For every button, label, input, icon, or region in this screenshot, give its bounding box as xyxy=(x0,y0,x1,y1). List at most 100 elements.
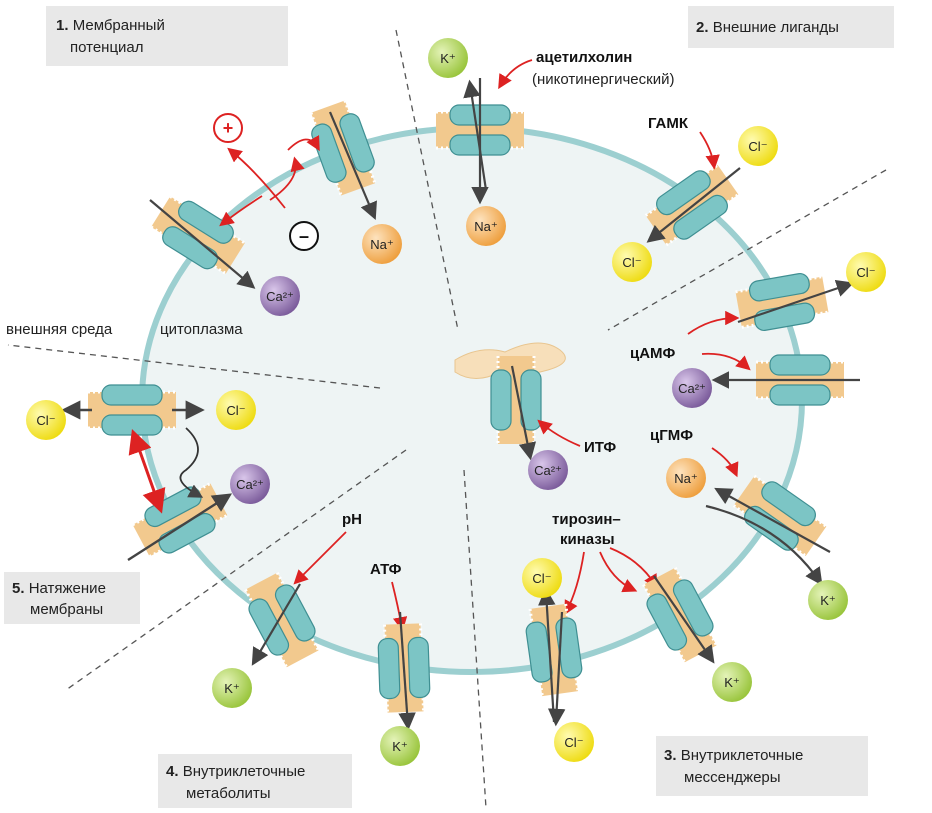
svg-text:Ca²⁺: Ca²⁺ xyxy=(678,381,706,396)
svg-text:Na⁺: Na⁺ xyxy=(474,219,497,234)
ion-ca-s3: Ca²⁺ xyxy=(672,368,712,408)
section-2-title: Внешние лиганды xyxy=(713,19,839,36)
ph-label: pH xyxy=(342,511,362,528)
section-1-title-line2: потенциал xyxy=(70,39,144,56)
svg-text:Na⁺: Na⁺ xyxy=(370,237,393,252)
flux-arrow-k-cgmp xyxy=(705,504,823,586)
svg-text:Na⁺: Na⁺ xyxy=(674,471,697,486)
section-4-number: 4. xyxy=(166,763,179,780)
flux-arrow-k-atp xyxy=(398,611,416,731)
svg-text:4. Внутриклеточные: 4. Внутриклеточные xyxy=(166,763,305,780)
ion-cl-s5-left: Cl⁻ xyxy=(26,400,66,440)
plus-sign: + xyxy=(213,113,243,143)
svg-text:K⁺: K⁺ xyxy=(224,681,240,696)
ion-k-s3-bottom: K⁺ xyxy=(712,662,752,702)
ion-na-s3: Na⁺ xyxy=(666,458,706,498)
section-5-label: 5. Натяжение мембраны xyxy=(4,572,140,624)
section-3-title: Внутриклеточные xyxy=(681,747,804,764)
ion-cl-s3-bottom: Cl⁻ xyxy=(554,722,594,762)
sector-dividers xyxy=(7,29,887,809)
ion-cl-s2-in: Cl⁻ xyxy=(612,242,652,282)
section-1-number: 1. xyxy=(56,17,69,34)
flux-arrow-k-tyr xyxy=(653,575,715,664)
ion-k-s4-right: K⁺ xyxy=(380,726,420,766)
section-5-title: Натяжение xyxy=(29,580,106,597)
svg-text:Ca²⁺: Ca²⁺ xyxy=(534,463,562,478)
svg-text:K⁺: K⁺ xyxy=(820,593,836,608)
section-2-label: 2. Внешние лиганды xyxy=(688,6,894,48)
svg-text:K⁺: K⁺ xyxy=(440,51,456,66)
svg-text:Cl⁻: Cl⁻ xyxy=(36,413,55,428)
itp-arrow xyxy=(537,419,581,447)
section-3-number: 3. xyxy=(664,747,677,764)
minus-sign: – xyxy=(289,221,319,251)
flux-arrow-s1-ca xyxy=(149,199,256,289)
section-3-label: 3. Внутриклеточные мессенджеры xyxy=(656,736,868,796)
flux-arrow-cl-tyr-out xyxy=(538,587,556,723)
section-5-title-line2: мембраны xyxy=(30,601,103,618)
svg-text:+: + xyxy=(223,118,234,138)
svg-text:K⁺: K⁺ xyxy=(724,675,740,690)
flux-arrow-cl-tyr-in xyxy=(547,611,566,727)
section-4-title-line2: метаболиты xyxy=(186,785,271,802)
ion-k-s3-right: K⁺ xyxy=(808,580,848,620)
svg-text:Cl⁻: Cl⁻ xyxy=(532,571,551,586)
tyrosine-arrow-1 xyxy=(564,551,585,616)
ion-ca-s5: Ca²⁺ xyxy=(230,464,270,504)
channel-stretch-cl xyxy=(86,383,178,437)
cytoplasm-label: цитоплазма xyxy=(160,321,243,338)
section-1-label: 1. Мембранный потенциал xyxy=(46,6,288,66)
camp-arrow-1 xyxy=(687,310,740,335)
svg-text:Cl⁻: Cl⁻ xyxy=(856,265,875,280)
voltage-sense-arrows xyxy=(219,135,320,227)
ph-arrow xyxy=(293,531,347,585)
flux-arrow-cl-gaba xyxy=(646,167,741,243)
svg-text:3. Внутриклеточные: 3. Внутриклеточные xyxy=(664,747,803,764)
tyrosine-label-line2: киназы xyxy=(560,531,615,548)
section-4-title: Внутриклеточные xyxy=(183,763,306,780)
flux-arrow-s1-na xyxy=(328,111,377,221)
camp-label: цАМФ xyxy=(630,345,676,362)
itp-label: ИТФ xyxy=(584,439,616,456)
flux-arrow-na-cgmp xyxy=(714,487,831,553)
acetylcholine-label: ацетилхолин xyxy=(536,49,632,66)
ion-ca-s1: Ca²⁺ xyxy=(260,276,300,316)
svg-text:5. Натяжение: 5. Натяжение xyxy=(12,580,106,597)
ion-cl-s5-right: Cl⁻ xyxy=(216,390,256,430)
tyrosine-label-line1: тирозин– xyxy=(552,511,621,528)
section-5-number: 5. xyxy=(12,580,25,597)
ion-na-s1: Na⁺ xyxy=(362,224,402,264)
channel-itp xyxy=(489,354,543,446)
ion-cl-s2-out: Cl⁻ xyxy=(738,126,778,166)
section-4-label: 4. Внутриклеточные метаболиты xyxy=(158,754,352,808)
svg-text:1. Мембранный: 1. Мембранный xyxy=(56,17,165,34)
svg-text:Ca²⁺: Ca²⁺ xyxy=(266,289,294,304)
gaba-label: ГАМК xyxy=(648,115,689,132)
svg-text:Cl⁻: Cl⁻ xyxy=(226,403,245,418)
svg-text:Ca²⁺: Ca²⁺ xyxy=(236,477,264,492)
ion-cl-s3-top: Cl⁻ xyxy=(846,252,886,292)
acetylcholine-arrow xyxy=(498,59,533,90)
outside-label: внешняя среда xyxy=(6,321,113,338)
camp-arrow-2 xyxy=(701,352,751,371)
flux-arrow-cl-camp xyxy=(737,279,855,324)
flux-arrow-ca-itp xyxy=(510,365,537,461)
stretch-arrow xyxy=(128,429,166,514)
gaba-arrow xyxy=(699,131,720,170)
flux-arrow-ca-stretch xyxy=(127,493,233,562)
ion-ca-center: Ca²⁺ xyxy=(528,450,568,490)
section-3-title-line2: мессенджеры xyxy=(684,769,781,786)
ion-na-s2: Na⁺ xyxy=(466,206,506,246)
stretch-curve-arrow xyxy=(179,427,204,498)
cgmp-label: цГМФ xyxy=(650,427,693,444)
nicotinic-label: (никотинергический) xyxy=(532,71,674,88)
svg-text:Cl⁻: Cl⁻ xyxy=(564,735,583,750)
cgmp-arrow xyxy=(711,447,739,478)
section-1-title: Мембранный xyxy=(73,17,165,34)
ion-k-s2: K⁺ xyxy=(428,38,468,78)
flux-arrow-k-out xyxy=(463,79,488,191)
svg-text:Cl⁻: Cl⁻ xyxy=(748,139,767,154)
flux-arrow-k-ph xyxy=(251,583,301,666)
